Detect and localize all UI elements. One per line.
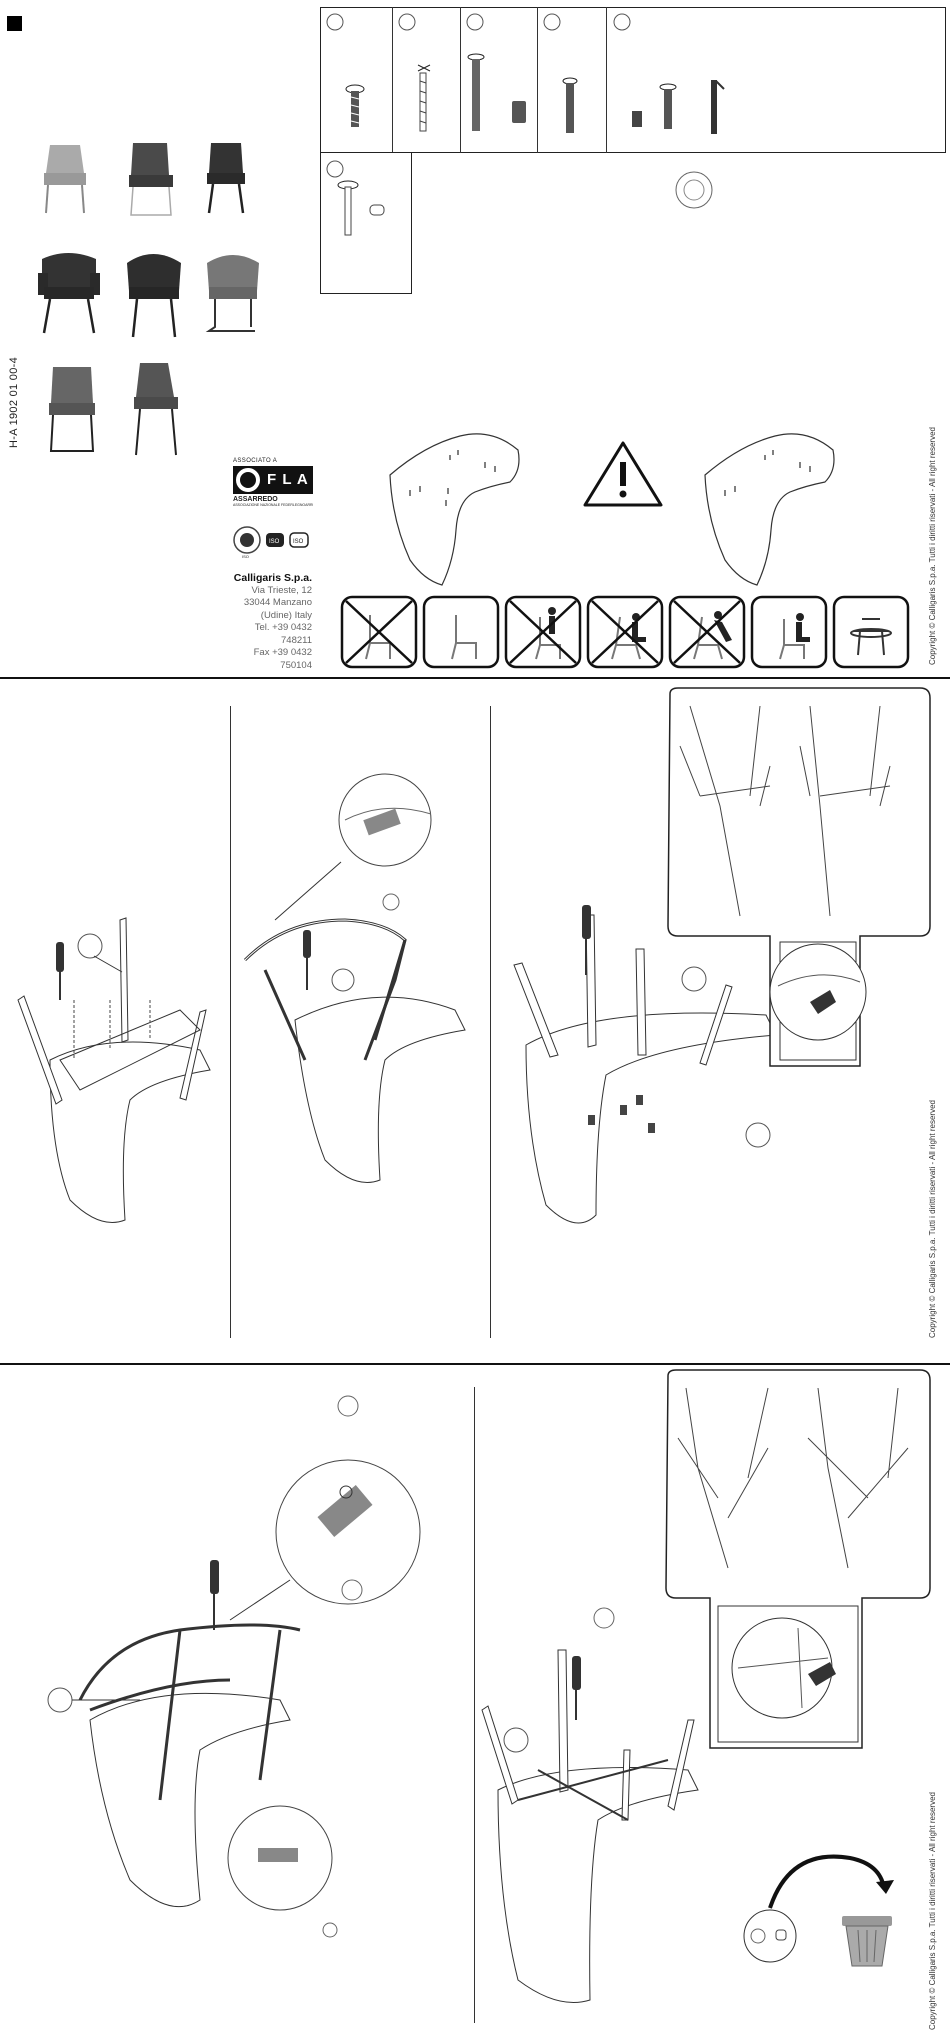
hand-pointer-icon (810, 990, 836, 1014)
section-divider-2 (0, 1363, 950, 1365)
company-fax: Fax +39 0432 750104 (253, 647, 312, 671)
copyright-2: Copyright © Calligaris S.p.a. Tutti i di… (928, 1100, 937, 1338)
company-street: Via Trieste, 12 (251, 584, 312, 596)
associated-label: ASSOCIATO A (233, 458, 278, 464)
screw-icon-6 (337, 180, 385, 236)
section-divider-1 (0, 677, 950, 679)
hardware-items (326, 13, 725, 236)
seat-shell-diagram-right (704, 433, 835, 586)
assembly-step-1-diagram (17, 917, 211, 1223)
chair-thumb-5 (127, 254, 181, 338)
company-address: Calligaris S.p.a. Via Trieste, 12 33044 … (228, 572, 312, 672)
chair-thumb-2 (129, 143, 173, 216)
hardware-set-icon-5 (632, 80, 725, 134)
copyright-1: Copyright © Calligaris S.p.a. Tutti i di… (928, 427, 937, 665)
fla-text: F L A (267, 471, 309, 488)
screw-icon-1 (345, 84, 365, 127)
screwdriver-icon-2 (303, 930, 311, 990)
company-city: 33044 Manzano (243, 597, 312, 608)
fla-logo: ASSOCIATO A F L A ASSARREDO ASSOCIAZIONE… (233, 458, 313, 507)
warning-triangle-icon (583, 441, 663, 507)
hand-pointer-icon-2 (808, 1662, 836, 1686)
certification-logos: ISO ISO ISO (233, 526, 313, 560)
chair-thumb-1 (44, 145, 86, 214)
chair-thumb-7 (49, 367, 95, 452)
chair-thumb-8 (134, 363, 178, 456)
recycle-bin-icon (743, 1854, 894, 1967)
usage-pictograms (340, 595, 910, 669)
cert-1-text: ISO (242, 554, 249, 559)
fla-swirl-icon (236, 468, 260, 492)
cert-3-text: ISO (293, 539, 304, 545)
copyright-3: Copyright © Calligaris S.p.a. Tutti i di… (928, 1792, 937, 2030)
company-tel: Tel. +39 0432 748211 (254, 622, 312, 646)
bolt-icon-3 (467, 53, 526, 131)
assarredo-label: ASSARREDO (233, 496, 278, 503)
assembly-step-4-diagram (47, 1395, 421, 1938)
document-code: H-A 1902 01 00-4 (8, 356, 20, 448)
corner-marker (7, 16, 22, 31)
detail-inset-2 (665, 1369, 931, 1749)
assembly-step-5-diagram (481, 1607, 699, 2003)
company-region: (Udine) Italy (260, 609, 312, 621)
hardware-table-extra (320, 152, 412, 294)
chair-variants-grid (38, 143, 259, 456)
screwdriver-icon-3 (582, 905, 591, 975)
company-name: Calligaris S.p.a. (233, 572, 312, 584)
chair-thumb-4 (38, 253, 100, 334)
cert-2-text: ISO (269, 539, 280, 545)
screw-icon-4 (562, 77, 578, 133)
chair-thumb-6 (205, 255, 259, 332)
chair-thumb-3 (207, 143, 245, 214)
hardware-table (320, 7, 946, 153)
screwdriver-icon-5 (572, 1656, 581, 1720)
screw-icon-2 (417, 64, 431, 132)
screwdriver-icon (56, 942, 64, 1000)
detail-inset-1 (667, 687, 931, 1067)
assarredo-sublabel: ASSOCIAZIONE NAZIONALE FEDERLEGNOARREDO (233, 503, 313, 507)
assembly-step-3-diagram (513, 905, 777, 1224)
seat-shell-diagram-left (389, 433, 520, 586)
assembly-step-2-diagram (243, 773, 466, 1183)
screwdriver-icon-4 (210, 1560, 219, 1630)
